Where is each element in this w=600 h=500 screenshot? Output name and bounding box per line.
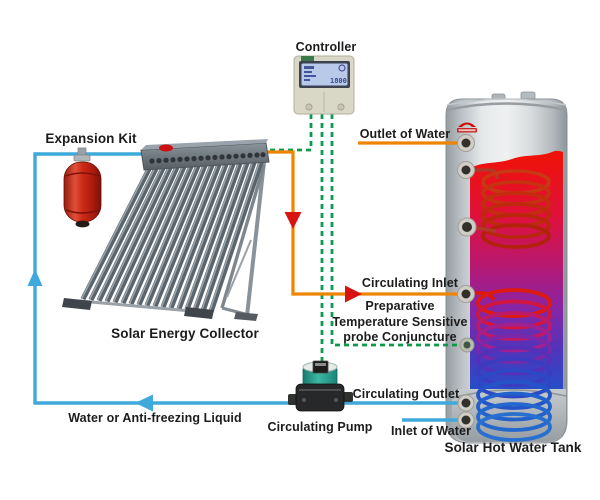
- liquid-label: Water or Anti-freezing Liquid: [68, 411, 242, 425]
- solar-hot-water-tank: [445, 91, 568, 444]
- collector-right-foot: [184, 307, 214, 319]
- pump-nameplate: [312, 360, 329, 374]
- tank-top-seam: [446, 102, 567, 112]
- inlet-of-water-port: [457, 411, 475, 429]
- circulating-outlet-label: Circulating Outlet: [352, 387, 460, 401]
- solar-energy-collector: [62, 139, 270, 321]
- flow-arrow-left: [135, 394, 153, 412]
- controller-top-label: [301, 56, 314, 61]
- lower-coil: [468, 288, 552, 442]
- circulating-pump-label: Circulating Pump: [267, 420, 373, 434]
- tank-top-highlight: [446, 98, 567, 106]
- probe-label-line3: probe Conjuncture: [343, 330, 457, 344]
- flow-arrow-up: [27, 269, 43, 286]
- probe-port: [459, 337, 475, 353]
- inlet-of-water-label: Inlet of Water: [390, 424, 472, 438]
- circulating-pump-device: [288, 360, 353, 412]
- circulating-inlet-port: [457, 285, 475, 303]
- control-line-collector-sensor: [262, 114, 313, 152]
- controller-button: [337, 103, 345, 111]
- probe-label-line2: Temperature Sensitive: [332, 314, 468, 329]
- expansion-kit-label: Expansion Kit: [45, 131, 137, 146]
- collector-tube-caps: [149, 152, 266, 164]
- flow-arrow-right: [345, 285, 362, 303]
- upper-coil-top-port: [457, 161, 475, 179]
- controller-device: 1800: [293, 55, 355, 115]
- controller-button: [305, 103, 313, 111]
- collector-tubes: [80, 158, 265, 313]
- expansion-tank: [63, 147, 102, 228]
- upper-coil-bottom-port: [457, 217, 477, 237]
- collector-left-foot: [62, 298, 92, 310]
- tank-brand-logo: [457, 122, 477, 133]
- controller-label: Controller: [295, 40, 357, 54]
- outlet-of-water-port: [457, 134, 475, 152]
- collector-label: Solar Energy Collector: [111, 326, 259, 341]
- collector-rear-foot: [234, 312, 258, 321]
- tank-ports: [457, 134, 477, 429]
- solar-tank-label: Solar Hot Water Tank: [444, 440, 582, 455]
- probe-conjuncture-label: Preparative Temperature Sensitive probe …: [330, 299, 470, 346]
- outlet-of-water-label: Outlet of Water: [359, 127, 451, 141]
- probe-label-line1: Preparative: [365, 299, 435, 313]
- flow-arrow-down: [284, 212, 302, 229]
- collector-header-logo: [159, 144, 173, 152]
- circulating-inlet-label: Circulating Inlet: [361, 276, 459, 290]
- collector-tube-highlights: [80, 158, 262, 313]
- control-line-tank-probe: [330, 114, 460, 347]
- circulating-outlet-port: [457, 394, 475, 412]
- controller-lcd-glyphs: [304, 64, 346, 81]
- upper-coil: [468, 168, 551, 249]
- controller-lcd-reading: 1800: [330, 77, 347, 85]
